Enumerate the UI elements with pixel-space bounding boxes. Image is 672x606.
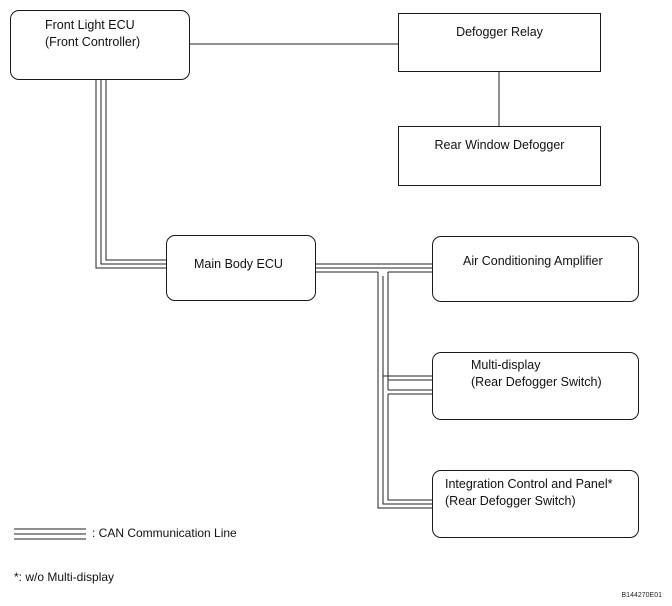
integration-control-panel-label-line1: Integration Control and Panel*: [445, 477, 613, 491]
can-front-light-to-main-body-3: [105, 80, 166, 261]
multi-display-label-line1: Multi-display: [471, 358, 541, 372]
multi-display-box: Multi-display (Rear Defogger Switch): [432, 352, 639, 420]
integration-control-panel-box: Integration Control and Panel* (Rear Def…: [432, 470, 639, 538]
front-light-ecu-label-line2: (Front Controller): [45, 35, 141, 49]
can-front-light-to-main-body-2: [100, 80, 166, 265]
multi-display-label-line2: (Rear Defogger Switch): [471, 375, 602, 389]
rear-window-defogger-box: Rear Window Defogger: [398, 126, 601, 186]
front-light-ecu-label-line1: Front Light ECU: [45, 18, 135, 32]
defogger-relay-label: Defogger Relay: [456, 25, 543, 39]
figure-code: B144270E01: [621, 592, 662, 599]
legend-can-label: : CAN Communication Line: [92, 526, 237, 540]
can-trunk-4: [387, 394, 432, 501]
air-conditioning-amplifier-box: Air Conditioning Amplifier: [432, 236, 639, 302]
rear-window-defogger-label: Rear Window Defogger: [434, 138, 565, 152]
main-body-ecu-label: Main Body ECU: [194, 257, 283, 271]
integration-control-panel-label-line2: (Rear Defogger Switch): [445, 494, 576, 508]
air-conditioning-amplifier-label: Air Conditioning Amplifier: [463, 254, 603, 268]
defogger-relay-box: Defogger Relay: [398, 13, 601, 72]
can-front-light-to-main-body-1: [95, 80, 166, 269]
can-trunk-2: [382, 276, 432, 505]
front-light-ecu-box: Front Light ECU (Front Controller): [10, 10, 190, 80]
can-trunk-1: [377, 272, 432, 509]
footnote-text: *: w/o Multi-display: [14, 570, 115, 584]
main-body-ecu-box: Main Body ECU: [166, 235, 316, 301]
can-bus: [14, 80, 432, 540]
